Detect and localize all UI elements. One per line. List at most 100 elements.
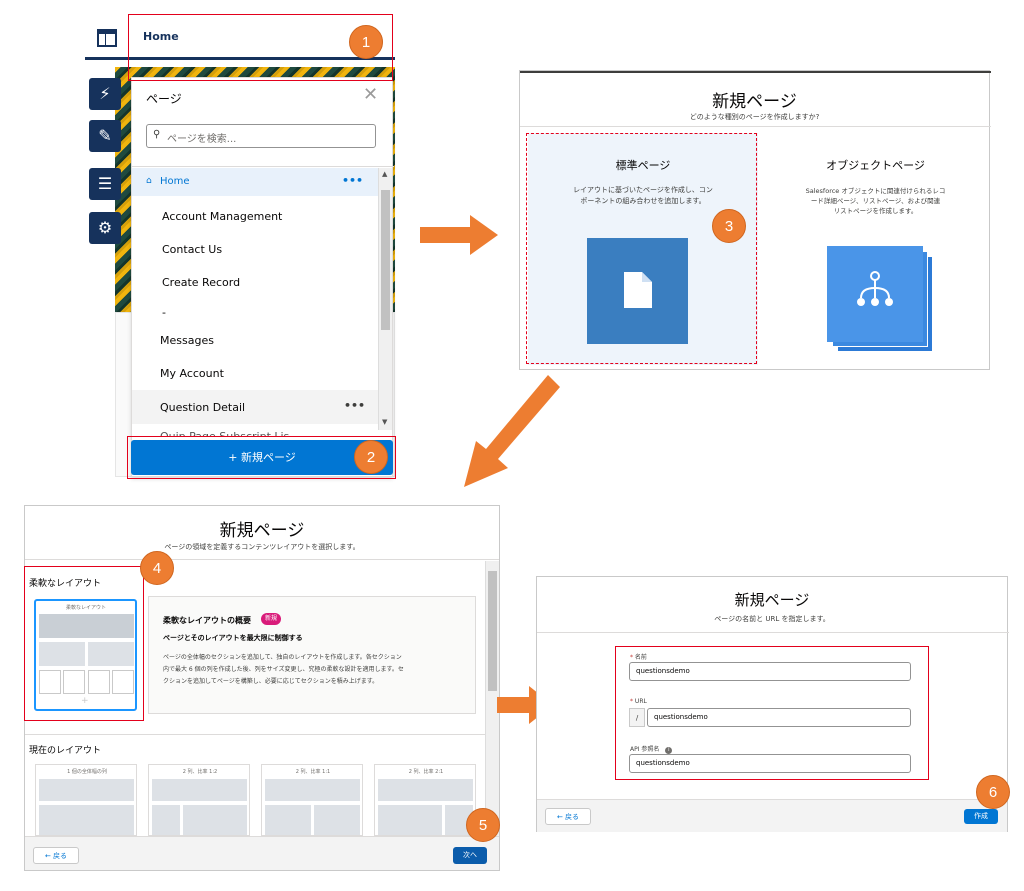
- info-icon[interactable]: i: [665, 747, 673, 754]
- section-heading: 柔軟なレイアウト: [29, 579, 102, 589]
- standard-page-card[interactable]: 標準ページ レイアウトに基づいたページを作成し、コン ポーネントの組み合わせを追…: [528, 133, 758, 365]
- divider: [520, 126, 991, 127]
- step-badge: 2: [354, 440, 388, 474]
- dialog-subtitle: ページの名前と URL を指定します。: [714, 615, 830, 623]
- layout-block: [39, 614, 134, 638]
- overview-subtitle: ページとそのレイアウトを最大限に制御する: [163, 634, 303, 642]
- list-item[interactable]: Account Management: [162, 210, 283, 223]
- layout-card[interactable]: 2 列、比率 2:1: [374, 764, 476, 836]
- layout-card[interactable]: 2 列、比率 1:2: [148, 764, 250, 836]
- layout-card-label: 2 列、比率 1:1: [295, 769, 331, 775]
- page-type-dialog: 新規ページ どのような種別のページを作成しますか? 標準ページ レイアウトに基づ…: [519, 70, 991, 370]
- url-prefix: /: [629, 708, 645, 727]
- layout-block: [378, 805, 442, 835]
- divider: [537, 632, 1009, 633]
- field-label: * 名前: [630, 654, 647, 661]
- list-item[interactable]: Contact Us: [162, 243, 223, 256]
- list-item[interactable]: My Account: [160, 367, 224, 380]
- layout-card-label: 1 個の全体幅の列: [67, 769, 107, 775]
- layout-block: [112, 670, 134, 694]
- dialog-title: 新規ページ: [734, 591, 810, 609]
- url-field[interactable]: questionsdemo: [647, 708, 911, 727]
- hierarchy-icon: [857, 271, 893, 306]
- builder-topbar: Home: [85, 15, 395, 69]
- overview-text: ページの全体幅のセクションを追加して、独自のレイアウトを作成します。各セクション: [163, 654, 402, 661]
- list-item[interactable]: Messages: [160, 334, 214, 347]
- layout-block: [183, 805, 247, 835]
- layout-block: [314, 805, 360, 835]
- next-button[interactable]: 次へ: [453, 847, 487, 864]
- dialog-footer: ← 戻る 次へ: [25, 836, 499, 870]
- pages-popover: ページ ✕ ⚲ ページを検索... ⌂ Home ••• Account Man…: [131, 77, 394, 477]
- layout-card[interactable]: 1 個の全体幅の列: [35, 764, 137, 836]
- dialog-footer: ← 戻る 作成: [537, 799, 1007, 832]
- pages-popover-title: ページ: [146, 92, 182, 106]
- back-button[interactable]: ← 戻る: [33, 847, 79, 864]
- highlight-box: [127, 436, 396, 479]
- search-placeholder: ページを検索...: [167, 134, 237, 145]
- step-badge: 1: [349, 25, 383, 59]
- layout-block: [88, 670, 110, 694]
- back-button[interactable]: ← 戻る: [545, 808, 591, 825]
- name-field[interactable]: questionsdemo: [629, 662, 911, 681]
- object-page-illustration[interactable]: [827, 246, 933, 352]
- gear-icon[interactable]: ⚙: [89, 212, 121, 244]
- card-description: ポーネントの組み合わせを追加します。: [580, 197, 706, 205]
- layout-block: [88, 642, 134, 666]
- card-title: 標準ページ: [615, 159, 671, 172]
- layout-block: [265, 779, 360, 801]
- arrow-right-icon: [420, 215, 498, 255]
- dialog-subtitle: どのような種別のページを作成しますか?: [689, 113, 820, 121]
- list-item[interactable]: Create Record: [162, 276, 241, 289]
- dialog-top-line: [520, 71, 991, 73]
- home-icon: ⌂: [146, 176, 152, 186]
- flexible-layout-thumbnail[interactable]: 柔軟なレイアウト +: [34, 599, 137, 711]
- layout-block: [39, 670, 61, 694]
- menu-icon[interactable]: ☰: [89, 168, 121, 200]
- list-item[interactable]: -: [162, 306, 166, 319]
- create-button[interactable]: 作成: [964, 809, 998, 824]
- new-page-button[interactable]: + 新規ページ: [131, 440, 393, 475]
- url-label: URL: [634, 698, 647, 705]
- pages-scrollbar[interactable]: ▲ ▼: [378, 168, 392, 430]
- layout-block: [265, 805, 311, 835]
- lightning-icon[interactable]: ⚡: [89, 78, 121, 110]
- layout-overview-box: 柔軟なレイアウトの概要 新規 ページとそのレイアウトを最大限に制御する ページの…: [148, 596, 476, 714]
- highlight-box: [128, 14, 393, 81]
- section-heading: 現在のレイアウト: [29, 746, 102, 756]
- scrollbar-thumb[interactable]: [488, 571, 497, 691]
- card-description: Salesforce オブジェクトに関連付けられるレコ: [805, 187, 946, 195]
- page-item-label: Question Detail: [160, 401, 246, 414]
- scrollbar-thumb[interactable]: [381, 190, 390, 330]
- pages-search-input[interactable]: ⚲ ページを検索...: [146, 124, 376, 148]
- layout-block: [39, 779, 134, 801]
- layout-block: [39, 642, 85, 666]
- list-item-selected[interactable]: ⌂ Home •••: [132, 168, 378, 196]
- stack-layer: [827, 246, 923, 342]
- layout-icon[interactable]: [97, 29, 117, 47]
- more-icon[interactable]: •••: [344, 399, 366, 412]
- add-section-icon: +: [81, 696, 89, 706]
- document-icon: [624, 272, 652, 308]
- highlight-box: [526, 133, 757, 364]
- list-item-hover[interactable]: Question Detail •••: [132, 390, 378, 424]
- dialog-title: 新規ページ: [219, 521, 305, 541]
- new-badge: 新規: [261, 613, 282, 625]
- divider: [25, 734, 485, 735]
- field-label: * URL: [630, 698, 647, 705]
- scroll-up-icon[interactable]: ▲: [382, 170, 388, 178]
- dialog-title: 新規ページ: [712, 92, 797, 112]
- card-title: オブジェクトページ: [826, 159, 925, 172]
- api-name-label: API 参照名: [630, 746, 660, 753]
- more-icon[interactable]: •••: [342, 174, 364, 187]
- layout-scrollbar[interactable]: [485, 561, 499, 837]
- layout-card[interactable]: 2 列、比率 1:1: [261, 764, 363, 836]
- list-item[interactable]: Quip Page Subscript Lis: [160, 430, 289, 436]
- brush-icon[interactable]: ✎: [89, 120, 121, 152]
- api-name-field[interactable]: questionsdemo: [629, 754, 911, 773]
- layout-block: [63, 670, 85, 694]
- scroll-down-icon[interactable]: ▼: [382, 418, 388, 426]
- close-icon[interactable]: ✕: [363, 84, 379, 105]
- name-dialog: 新規ページ ページの名前と URL を指定します。 * 名前 questions…: [536, 576, 1009, 832]
- divider: [132, 166, 394, 167]
